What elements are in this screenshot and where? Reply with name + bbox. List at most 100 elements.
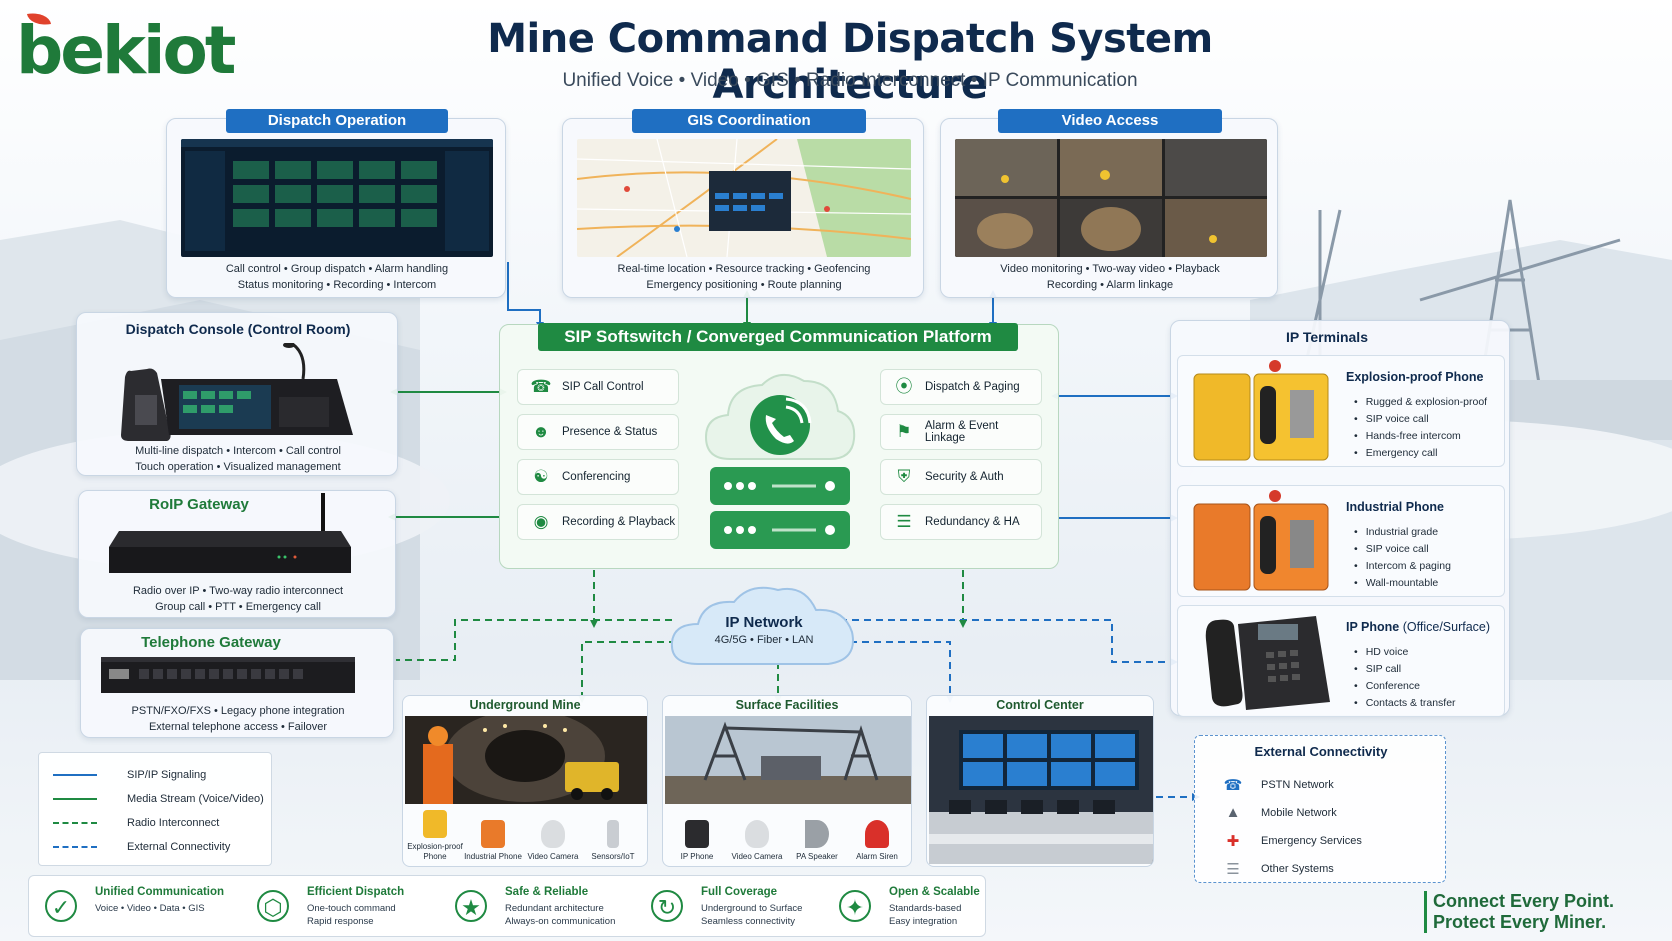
telephone-gateway-device-icon: [101, 657, 355, 693]
siren-icon: [865, 820, 889, 848]
device-label: Video Camera: [731, 852, 783, 861]
site-title: Control Center: [996, 698, 1084, 712]
external-item: ✚ Emergency Services: [1223, 832, 1362, 850]
legend-label: Radio Interconnect: [127, 817, 220, 829]
fn-label: SIP Call Control: [562, 381, 644, 393]
video-access-desc-1: Video monitoring • Two-way video • Playb…: [1000, 263, 1220, 275]
external-connectivity-title: External Connectivity: [1254, 744, 1388, 759]
roip-gateway-panel: RoIP Gateway Radio over IP • Two-way rad…: [78, 490, 396, 618]
external-item-label: PSTN Network: [1261, 779, 1334, 791]
device-label: Industrial Phone: [464, 852, 522, 861]
sip-softswitch-platform: SIP Softswitch / Converged Communication…: [499, 323, 1059, 569]
device-video-camera: Video Camera: [523, 820, 583, 862]
ip-network-title: IP Network: [725, 614, 803, 631]
dispatch-operation-desc-1: Call control • Group dispatch • Alarm ha…: [225, 263, 449, 275]
external-item-label: Emergency Services: [1261, 835, 1362, 847]
feature-desc-line: Easy integration: [889, 916, 958, 927]
alarm-bell-icon: ⚑: [896, 422, 912, 441]
server-stack-icon: ☰: [1226, 861, 1240, 878]
terminal-name-main: IP Phone: [1346, 620, 1400, 634]
terminal-feature-list: Industrial grade SIP voice call Intercom…: [1354, 524, 1451, 592]
shield-icon: ⛨: [897, 467, 911, 486]
dome-camera-icon: [745, 820, 769, 848]
terminal-feature: SIP call: [1354, 661, 1456, 678]
dispatch-console-title: Dispatch Console (Control Room): [125, 321, 351, 337]
gis-map-screenshot: [577, 139, 911, 257]
terminal-feature: Contacts & transfer: [1354, 695, 1456, 712]
terminal-name: Explosion-proof Phone: [1346, 370, 1484, 384]
company-logo: bekiot: [16, 10, 256, 92]
roip-gateway-desc-1: Radio over IP • Two-way radio interconne…: [132, 585, 344, 597]
phone-handset-icon: ☎: [1223, 777, 1243, 794]
dispatch-operation-desc-2: Status monitoring • Recording • Intercom: [237, 279, 437, 291]
fn-redundancy-ha: ☰Redundancy & HA: [880, 504, 1042, 540]
legend-item: Radio Interconnect: [53, 815, 219, 831]
platform-title: SIP Softswitch / Converged Communication…: [538, 323, 1018, 351]
underground-tunnel-photo: [405, 716, 647, 804]
fn-sip-call-control: ☎ SIP Call Control: [517, 369, 679, 405]
device-industrial-phone: Industrial Phone: [463, 820, 523, 862]
dome-camera-icon: [541, 820, 565, 848]
device-label: Alarm Siren: [856, 852, 898, 861]
device-explosion-proof-phone: Explosion-proof Phone: [405, 810, 465, 862]
device-alarm-siren: Alarm Siren: [847, 820, 907, 862]
gis-coordination-panel: GIS Coordination Real-time location • Re…: [562, 109, 924, 298]
shield-check-icon: ✓: [45, 890, 77, 922]
terminal-feature: HD voice: [1354, 644, 1456, 661]
feature-desc-line: Always-on communication: [505, 916, 616, 927]
external-item: ▲Mobile Network: [1223, 804, 1337, 821]
ip-network-cloud: IP Network 4G/5G • Fiber • LAN: [666, 580, 862, 670]
roip-gateway-desc-2: Group call • PTT • Emergency call: [155, 601, 321, 613]
terminal-feature-list: Rugged & explosion-proof SIP voice call …: [1354, 394, 1487, 462]
site-title: Underground Mine: [469, 698, 581, 712]
record-icon: ◉: [533, 512, 549, 531]
cloud-server-icon: [704, 374, 856, 549]
fn-label: Recording & Playback: [562, 516, 676, 528]
slogan-line-1: Connect Every Point.: [1433, 891, 1615, 911]
legend-item: SIP/IP Signaling: [53, 767, 206, 783]
gis-coordination-desc-1: Real-time location • Resource tracking •…: [617, 263, 871, 275]
legend-label: SIP/IP Signaling: [127, 769, 207, 781]
dispatch-console-device-icon: [121, 343, 353, 441]
feature-desc-line: Standards-based: [889, 903, 962, 914]
phone-icon: ☎: [530, 377, 552, 396]
terminal-feature: Wall-mountable: [1354, 575, 1451, 592]
legend: SIP/IP Signaling Media Stream (Voice/Vid…: [38, 752, 272, 866]
ambulance-icon: ✚: [1226, 833, 1240, 850]
terminal-ip-phone: IP Phone (Office/Surface) HD voice SIP c…: [1177, 605, 1505, 717]
feature-desc-line: One-touch command: [307, 903, 396, 914]
fn-label: Alarm & Event Linkage: [924, 420, 999, 444]
device-label: IP Phone: [680, 852, 714, 861]
dispatch-console-panel: Dispatch Console (Control Room) Multi-li…: [76, 312, 398, 476]
site-surface-facilities: Surface Facilities IP Phone Video Camera…: [662, 695, 912, 867]
fn-presence-status: ☻Presence & Status: [517, 414, 679, 450]
external-item: ☎ PSTN Network: [1223, 776, 1334, 794]
slogan-line-2: Protect Every Miner.: [1433, 912, 1607, 932]
dispatch-console-desc-1: Multi-line dispatch • Intercom • Call co…: [135, 445, 341, 457]
terminal-feature: Rugged & explosion-proof: [1354, 394, 1487, 411]
terminal-explosion-proof-phone: Explosion-proof Phone Rugged & explosion…: [1177, 355, 1505, 467]
legend-label: External Connectivity: [127, 841, 231, 853]
fn-security-auth: ⛨Security & Auth: [880, 459, 1042, 495]
terminal-feature: Conference: [1354, 678, 1456, 695]
logo-text: bekiot: [16, 12, 236, 89]
server-stack-icon: ☰: [896, 512, 912, 531]
industrial-phone-icon: [481, 820, 505, 848]
surface-headframe-photo: [665, 716, 911, 804]
sensor-icon: [607, 820, 619, 848]
industrial-phone-icon: [1193, 490, 1329, 591]
terminal-feature: Intercom & paging: [1354, 558, 1451, 575]
device-label: Video Camera: [527, 852, 579, 861]
telephone-gateway-desc-1: PSTN/FXO/FXS • Legacy phone integration: [131, 705, 345, 717]
fn-dispatch-paging: ⦿Dispatch & Paging: [880, 369, 1042, 405]
hexagon-pin-icon: ⬡: [257, 890, 289, 922]
external-connectivity-panel: External Connectivity ☎ PSTN Network ▲Mob…: [1194, 735, 1446, 883]
feature-title: Efficient Dispatch: [307, 886, 405, 898]
fn-recording-playback: ◉ Recording & Playback: [517, 504, 679, 540]
ip-desk-phone-icon: [1205, 616, 1330, 710]
ip-phone-icon: [685, 820, 709, 848]
device-label: PA Speaker: [796, 852, 838, 861]
terminal-feature: SIP voice call: [1354, 541, 1451, 558]
